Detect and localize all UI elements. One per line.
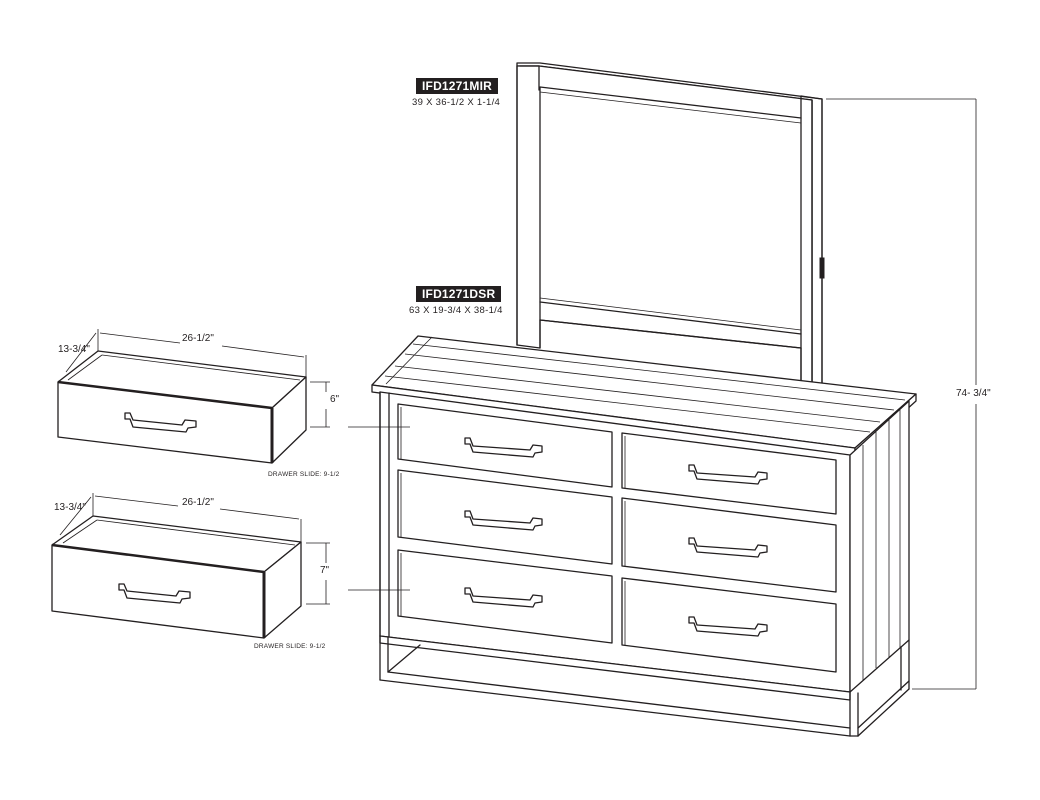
small-drawer-slide-note: DRAWER SLIDE: 9-1/2 <box>268 471 340 478</box>
mirror-drawing <box>516 62 825 385</box>
large-drawer-width-label: 26-1/2" <box>182 497 214 508</box>
dresser-size-spec: 63 X 19-3/4 X 38-1/4 <box>409 305 503 316</box>
small-drawer-height-label: 6" <box>330 394 340 405</box>
small-drawer-drawing <box>57 329 330 464</box>
dresser-model-badge: IFD1271DSR <box>416 286 502 302</box>
large-drawer-height-label: 7" <box>320 565 330 576</box>
drawer-2 <box>621 432 837 515</box>
drawer-6 <box>621 577 837 673</box>
drawer-5 <box>397 549 613 644</box>
overall-height-dimension <box>826 98 977 690</box>
mirror-model-badge: IFD1271MIR <box>416 78 499 94</box>
large-drawer-slide-note: DRAWER SLIDE: 9-1/2 <box>254 643 326 650</box>
drawer-1 <box>397 403 613 488</box>
dresser-drawing <box>371 335 917 737</box>
large-drawer-depth-label: 13-3/4" <box>54 502 86 513</box>
mirror-size-spec: 39 X 36-1/2 X 1-1/4 <box>412 97 501 108</box>
large-drawer-drawing <box>51 493 330 639</box>
small-drawer-depth-label: 13-3/4" <box>58 344 90 355</box>
small-drawer-width-label: 26-1/2" <box>182 333 214 344</box>
drawer-4 <box>621 497 837 593</box>
drawer-3 <box>397 469 613 565</box>
overall-height-label: 74- 3/4" <box>956 388 991 399</box>
